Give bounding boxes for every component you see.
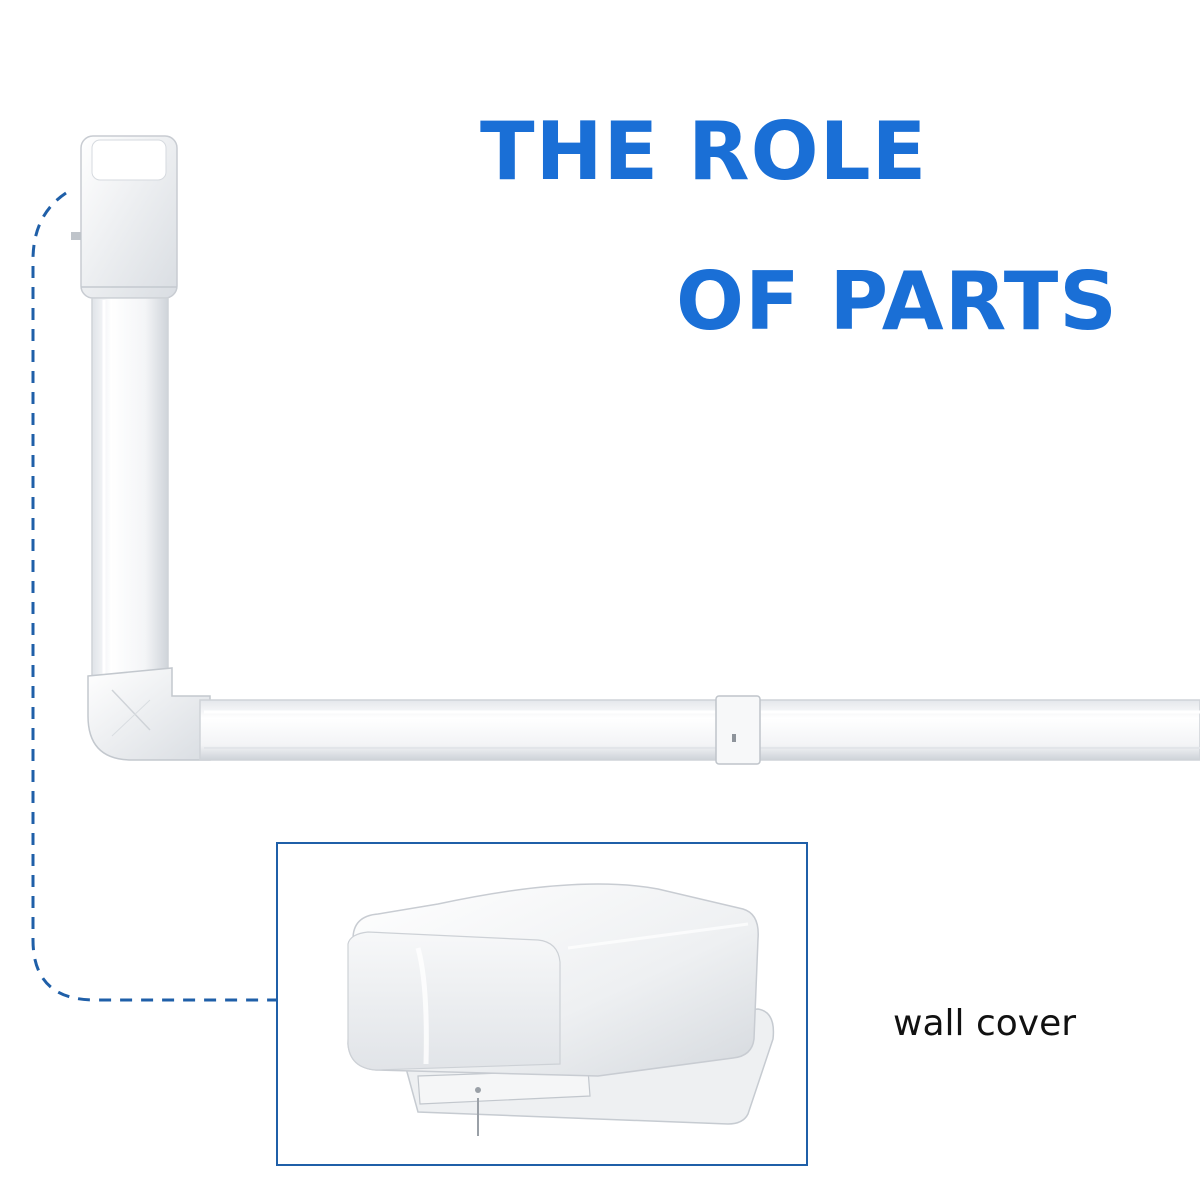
wall-cover-label: wall cover: [893, 1003, 1077, 1044]
wall-cover-inset: [276, 842, 808, 1166]
horizontal-duct: [199, 699, 1200, 761]
coupling-joint: [715, 695, 761, 765]
wall-cover-icon: [347, 883, 775, 1136]
callout-connector: [31, 191, 276, 1002]
title-line-1: THE ROLE: [480, 105, 928, 198]
top-wall-cover: [71, 135, 178, 299]
elbow-joint: [87, 667, 211, 761]
title-line-2: OF PARTS: [676, 255, 1118, 348]
